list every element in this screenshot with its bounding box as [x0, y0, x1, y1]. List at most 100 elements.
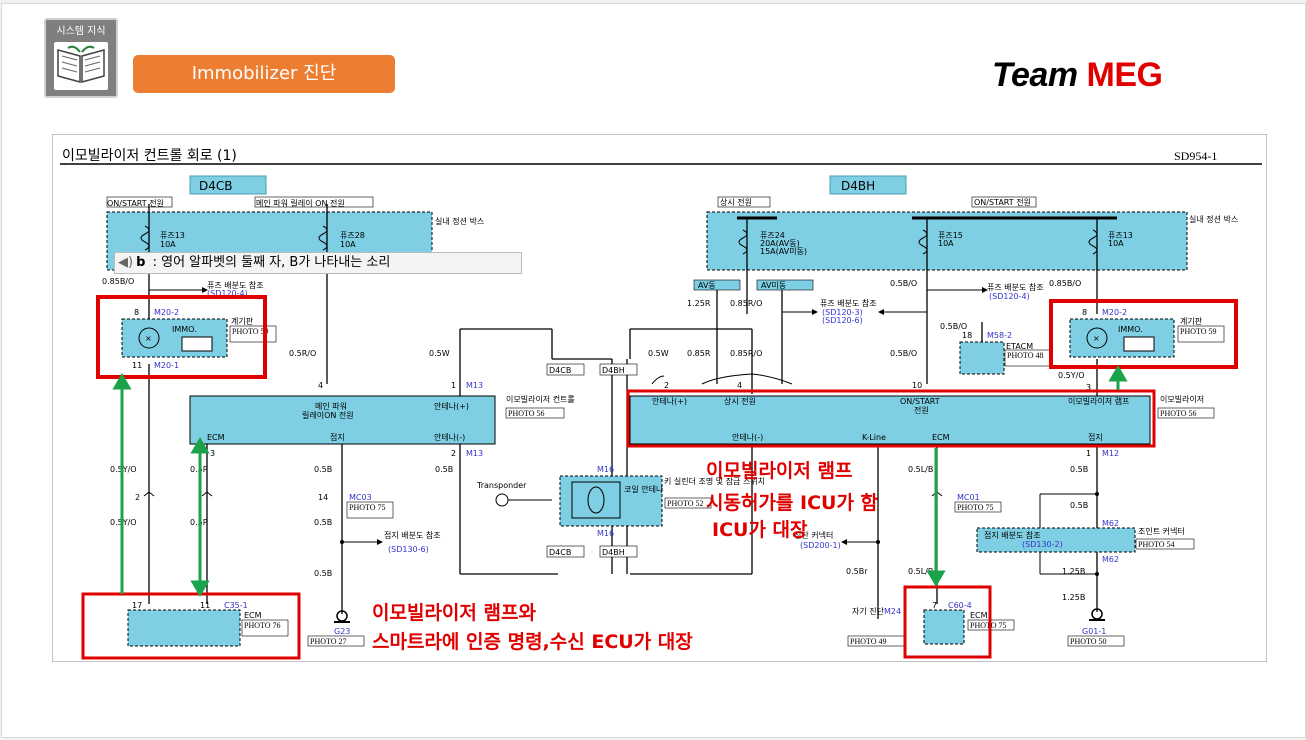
book-icon — [54, 42, 108, 90]
right-power-1: 상시 전원 — [720, 197, 752, 207]
right-conn-m62b: M62 — [1102, 555, 1119, 564]
left-conn-mc03: MC03 — [349, 493, 372, 502]
left-ecm-relay-box — [189, 395, 496, 445]
highlight-left-cluster — [96, 295, 267, 379]
svg-text:8: 8 — [1082, 308, 1087, 317]
svg-text:M13: M13 — [466, 449, 483, 458]
right-unit-ecm: ECM — [932, 433, 950, 442]
svg-text:0.5B: 0.5B — [314, 569, 332, 578]
annotation-right-1: 이모빌라이저 램프 — [706, 460, 853, 482]
dictionary-tooltip: ◀) b : 영어 알파벳의 둘째 자, B가 나타내는 소리 — [114, 252, 522, 274]
svg-text:0.5B/O: 0.5B/O — [940, 322, 967, 331]
right-fuse-ref-code2: (SD120-6) — [822, 316, 863, 325]
left-conn-bottom-pin: 11 — [132, 361, 142, 370]
left-ecm-conn: C35-1 — [224, 601, 248, 610]
center-transponder: Transponder — [476, 481, 527, 490]
splice-box — [976, 527, 1136, 553]
center-photo-f: PHOTO 52 — [667, 499, 704, 508]
right-wire-12: 0.5B — [1070, 501, 1088, 510]
right-fuse-3-amp: 10A — [1108, 239, 1124, 248]
right-conn-m24: M24 — [884, 607, 901, 616]
center-d4bh: D4BH — [602, 366, 625, 375]
left-fuse-ref-code: (SD120-4) — [207, 289, 248, 298]
left-pin-3: 3 — [210, 449, 215, 458]
right-pin-18: 18 — [962, 331, 972, 340]
right-gnd-g01: G01-1 — [1082, 627, 1106, 636]
right-fuse-1: 퓨즈24 — [760, 231, 785, 240]
right-fuse-2-amp: 10A — [938, 239, 954, 248]
right-cluster-label: 계기판 — [1180, 316, 1203, 326]
svg-text:M16: M16 — [597, 529, 614, 538]
right-conn-m58: M58-2 — [987, 331, 1012, 340]
right-fuse-2: 퓨즈15 — [938, 231, 963, 240]
left-ecm-title-1: 메인 파워 — [315, 401, 347, 411]
right-wire-3: 0.85R — [687, 349, 711, 358]
left-fuse-2: 퓨즈28 — [340, 231, 365, 240]
left-fuse-2-amp: 10A — [340, 240, 356, 249]
diagram-code: SD954-1 — [1174, 149, 1217, 163]
left-ecm-title-2: 릴레이ON 전원 — [302, 410, 354, 420]
right-diag-label: 자기 진단 — [852, 606, 885, 616]
right-fuse-1-amp2: 15A(AV미동) — [760, 247, 807, 256]
slide: 시스템 지식 Immobilizer 진단 Team MEG 이모빌라이저 컨트… — [1, 3, 1306, 738]
right-smartra-label: 이모빌라이저 — [1160, 394, 1204, 404]
left-pin-4: 4 — [318, 381, 323, 390]
right-unit-kline: K-Line — [862, 433, 886, 442]
right-wire-13: 1.25B — [1062, 567, 1085, 576]
annotation-bottom-1: 이모빌라이저 램프와 — [372, 602, 536, 624]
right-av-off: AV미동 — [761, 281, 786, 290]
right-conn-mc01: MC01 — [957, 493, 980, 502]
wiring-diagram: 이모빌라이저 컨트롤 회로 (1) SD954-1 D4CB D4BH ON/S… — [52, 134, 1267, 662]
right-fuse-1-amp: 20A(AV동) — [760, 239, 800, 248]
right-diag-ref: 진단 커넥터 — [794, 530, 833, 540]
annotation-bottom-2: 스마트라에 인증 명령,수신 ECU가 대장 — [372, 631, 693, 653]
right-photo-i: PHOTO 56 — [1160, 409, 1197, 418]
center-d4cb: D4CB — [549, 366, 571, 375]
left-ecm-box — [127, 609, 241, 647]
left-photo-e: PHOTO 27 — [310, 637, 347, 646]
right-wire-11: 0.5L/B — [908, 465, 933, 474]
left-power-2: 메인 파워 릴레이 ON 전원 — [256, 198, 345, 208]
right-fuse-ref: 퓨즈 배분도 참조 — [820, 298, 877, 308]
left-fuse-1: 퓨즈13 — [160, 231, 185, 240]
right-wire-7: 0.5W — [648, 349, 669, 358]
right-pin-10: 10 — [912, 381, 922, 390]
right-unit-ant-minus: 안테나(-) — [732, 432, 763, 442]
left-gnd-ref-code: (SD130-6) — [388, 545, 429, 554]
system-knowledge-badge: 시스템 지식 — [44, 18, 118, 98]
right-splice: 조인트 커넥터 — [1138, 526, 1185, 536]
right-unit-lamp: 이모빌라이저 램프 — [1068, 396, 1129, 406]
right-unit-const: 상시 전원 — [724, 396, 756, 406]
speaker-icon[interactable]: ◀) — [118, 255, 134, 270]
left-cluster-label: 계기판 — [231, 316, 254, 326]
right-conn-m12: M12 — [1102, 449, 1119, 458]
left-wire-3: 0.5W — [429, 349, 450, 358]
left-junction-label: 실내 정션 박스 — [435, 216, 484, 226]
right-wire-4: 0.85R/O — [730, 349, 762, 358]
svg-text:×: × — [1093, 334, 1100, 343]
left-ecm-name: ECM — [244, 611, 262, 620]
right-fuse-ref-b-code: (SD120-4) — [989, 292, 1030, 301]
highlight-icu — [626, 389, 1156, 448]
right-photo-k: PHOTO 54 — [1138, 540, 1175, 549]
center-conn-m16: M16 — [597, 465, 614, 474]
right-wire-14: 1.25B — [1062, 593, 1085, 602]
svg-text:2: 2 — [451, 449, 456, 458]
right-pin-2: 2 — [664, 381, 669, 390]
right-photo-h: PHOTO 59 — [1180, 327, 1217, 336]
left-conn-m13: M13 — [466, 381, 483, 390]
left-photo-d: PHOTO 76 — [244, 621, 281, 630]
svg-text:×: × — [145, 334, 152, 343]
right-wire-16: 0.5L/B — [908, 567, 933, 576]
left-wire-6: 0.5B — [314, 465, 332, 474]
left-pin-14: 14 — [318, 493, 328, 502]
etacm-box — [959, 341, 1005, 375]
tooltip-text: : 영어 알파벳의 둘째 자, B가 나타내는 소리 — [152, 255, 391, 270]
right-ecm-conn: C60-4 — [948, 601, 972, 610]
right-pin-1: 1 — [1086, 449, 1091, 458]
right-pin-7: 7 — [932, 601, 937, 610]
right-conn-top: M20-2 — [1102, 308, 1127, 317]
right-ecm-box — [923, 609, 965, 645]
team-prefix: Team — [992, 56, 1078, 94]
right-conn-m62: M62 — [1102, 519, 1119, 528]
